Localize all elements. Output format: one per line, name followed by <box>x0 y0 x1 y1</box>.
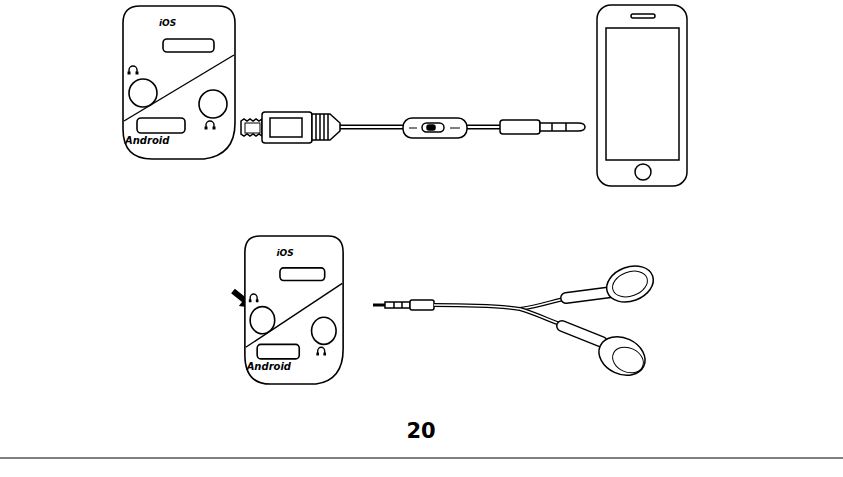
port-label-secondary: Android <box>247 362 291 372</box>
port-label: iOS <box>276 249 293 258</box>
port-label-secondary: Android <box>125 136 169 146</box>
smartphone <box>597 5 687 186</box>
port-label: iOS <box>159 19 176 28</box>
earphones <box>373 260 658 383</box>
adapter-body: iOS Android <box>244 235 344 385</box>
usb-audio-cable <box>241 112 585 143</box>
adapter-body: iOS Android <box>122 5 236 160</box>
page-rule <box>0 458 843 459</box>
page-number: 20 <box>371 421 471 442</box>
